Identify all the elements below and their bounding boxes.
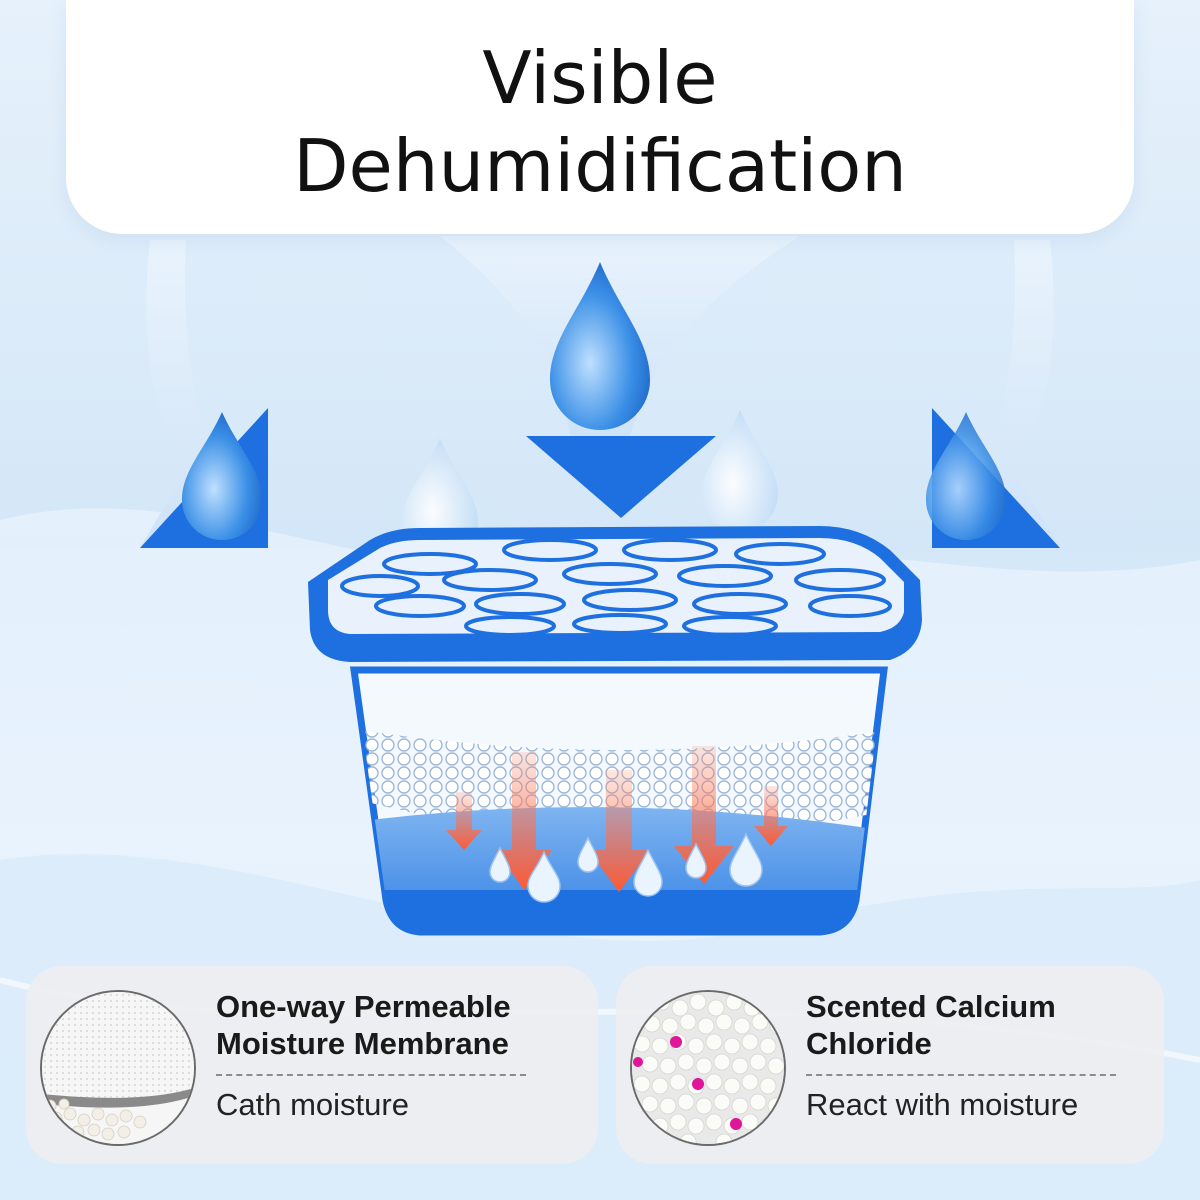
title-line-1: Visible — [482, 36, 718, 120]
page-title: Visible Dehumidification — [293, 24, 907, 210]
feature-title: Scented Calcium Chloride — [806, 989, 1056, 1061]
feature-subtitle: React with moisture — [806, 1087, 1079, 1122]
water-drop-icon — [550, 262, 650, 430]
dashed-divider — [216, 1074, 526, 1076]
water-drop-icon — [926, 412, 1006, 540]
feature-card-membrane: One-way Permeable Moisture Membrane Cath… — [26, 966, 598, 1164]
dashed-divider — [806, 1074, 1116, 1076]
feature-subtitle: Cath moisture — [216, 1087, 409, 1122]
calcium-chloride-thumbnail-icon — [630, 990, 786, 1146]
feature-title: One-way Permeable Moisture Membrane — [216, 989, 511, 1061]
water-drop-icon — [702, 410, 778, 532]
water-drop-icon — [182, 412, 262, 540]
moisture-absorber-box-icon — [308, 526, 922, 936]
title-line-2: Dehumidification — [293, 124, 907, 208]
feature-card-calcium-chloride: Scented Calcium Chloride React with mois… — [616, 966, 1164, 1164]
title-card: Visible Dehumidification — [66, 0, 1134, 234]
heat-arrow-icon — [446, 746, 788, 892]
membrane-thumbnail-icon — [40, 990, 196, 1146]
